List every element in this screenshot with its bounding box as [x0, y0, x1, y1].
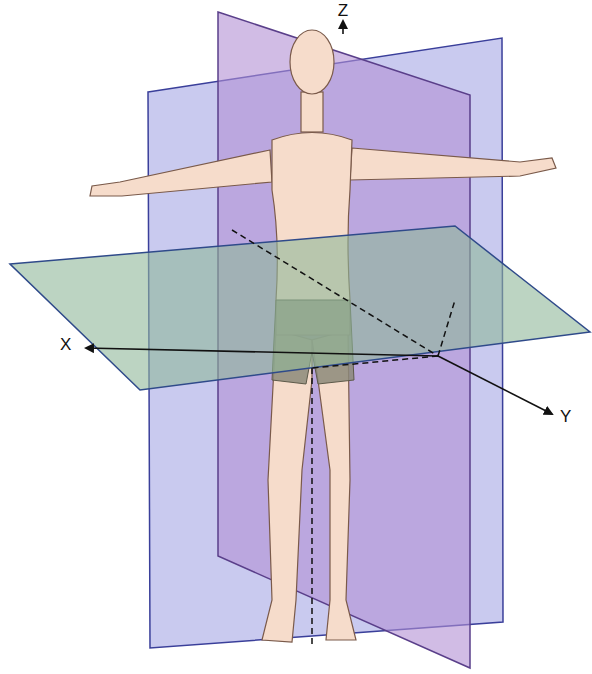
axis-label: X [60, 336, 71, 353]
axis-label: Z [338, 2, 348, 19]
transverse-plane [10, 226, 590, 390]
plane-intersections [232, 230, 455, 645]
axis-label: Y [560, 408, 571, 425]
axes [86, 2, 552, 414]
